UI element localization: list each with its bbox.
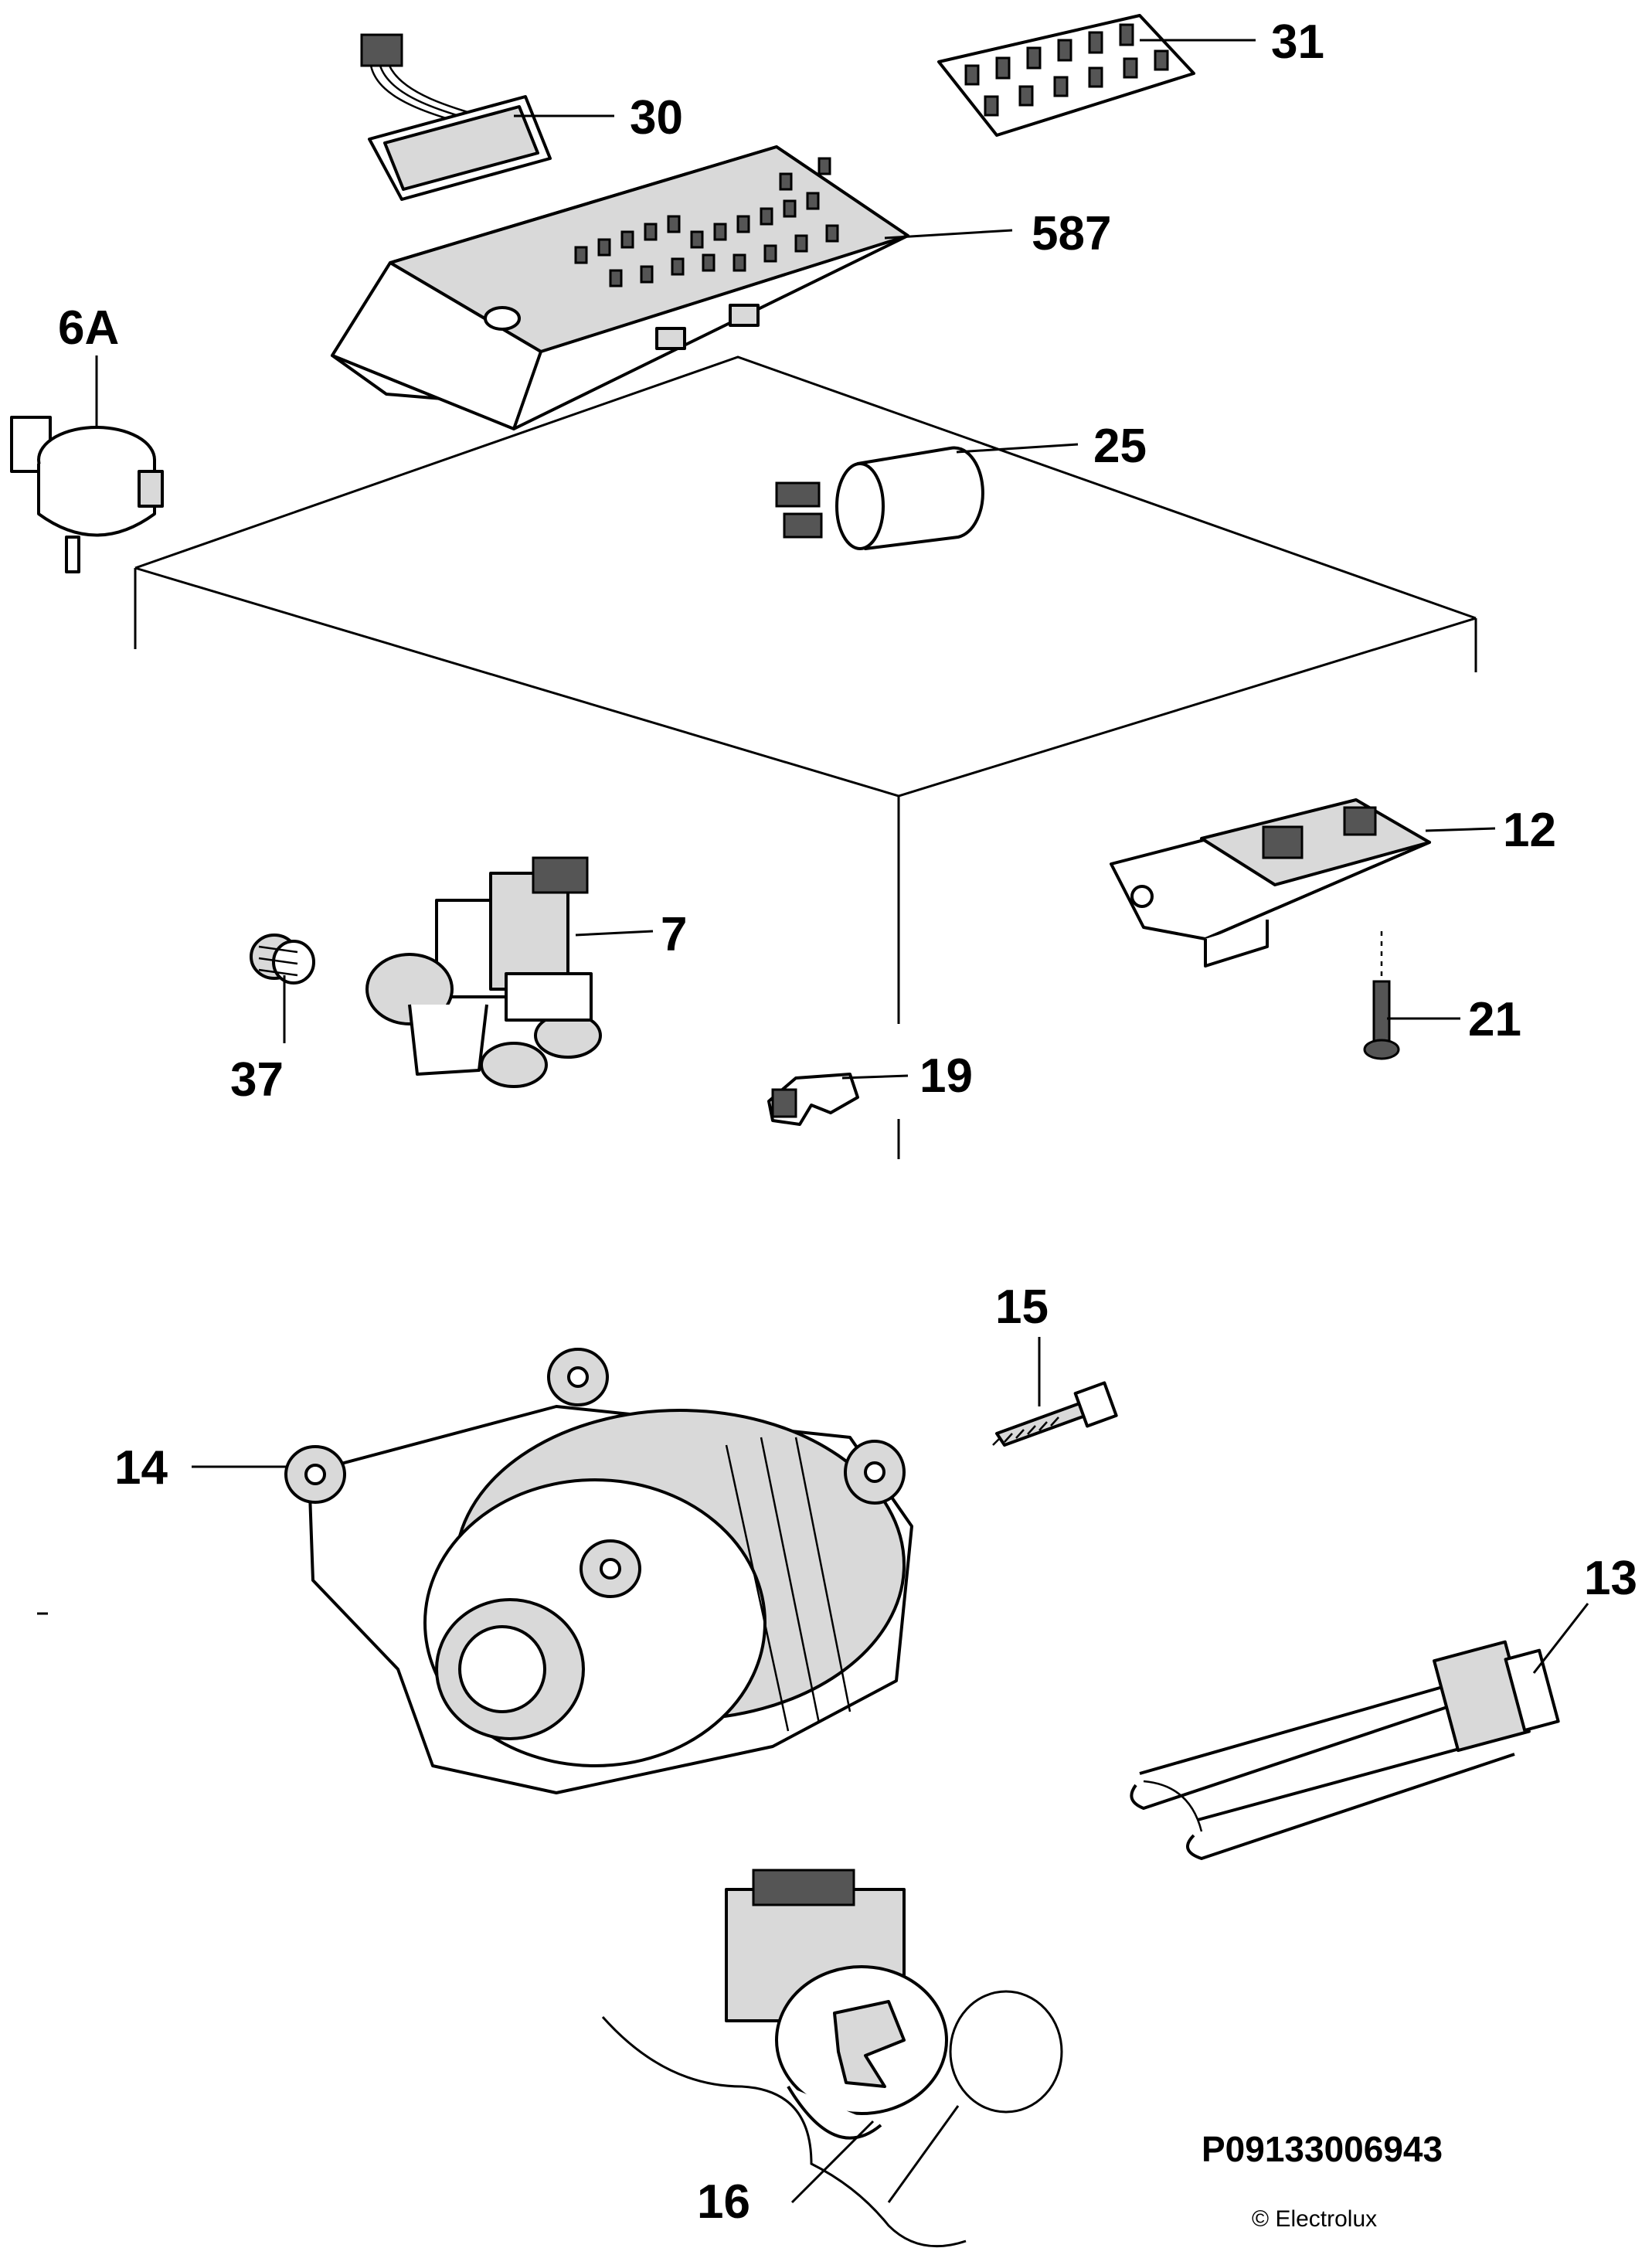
drawing-number: P09133006943: [1202, 2129, 1443, 2169]
copyright-notice: © Electrolux: [1252, 2206, 1377, 2232]
callout-14: 14: [114, 1441, 168, 1495]
callout-31: 31: [1271, 15, 1324, 69]
callouts: 30 31 587 6A 25 12 7 37 19 21 15 14 13 1…: [58, 15, 1637, 2229]
callout-25: 25: [1093, 420, 1147, 473]
callout-15: 15: [995, 1280, 1049, 1334]
callout-12: 12: [1503, 804, 1556, 857]
callout-7: 7: [661, 908, 687, 961]
callout-587: 587: [1032, 207, 1111, 260]
part-19-connector: [767, 1073, 859, 1126]
callout-13: 13: [1584, 1552, 1637, 1605]
part-12-door-interlock: [1110, 798, 1431, 968]
part-7-inlet-valve: [365, 856, 602, 1088]
part-31-button-carrier: [937, 14, 1195, 137]
part-25-capacitor: [775, 446, 984, 550]
callout-30: 30: [630, 91, 683, 145]
assembly-frame: [134, 355, 1477, 1159]
part-37-filter: [250, 934, 315, 985]
callout-37: 37: [230, 1053, 284, 1107]
callout-16: 16: [697, 2175, 750, 2229]
part-30-display-cable: [360, 33, 552, 201]
part-21-screw: [1363, 931, 1400, 1060]
part-587-control-module: [331, 145, 909, 430]
part-6A-pressure-switch: [10, 416, 164, 573]
part-14-motor: [284, 1348, 913, 1794]
leader-lines: [95, 39, 1589, 2204]
callout-21: 21: [1468, 993, 1521, 1046]
part-13-heating-element: [1130, 1640, 1560, 1860]
part-16-drain-pump: [601, 1869, 1063, 2248]
callout-19: 19: [919, 1049, 973, 1103]
callout-6A: 6A: [58, 301, 119, 355]
part-15-bolt: [992, 1381, 1118, 1447]
